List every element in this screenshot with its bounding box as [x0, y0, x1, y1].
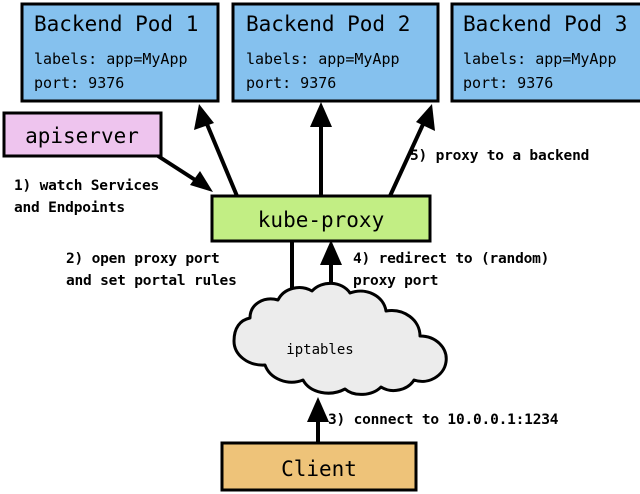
- pod1-port: port: 9376: [34, 74, 124, 92]
- arrow-head-pod2: [310, 102, 332, 127]
- edge-label-step-5: 5) proxy to a backend: [410, 148, 589, 164]
- step1-line2: and Endpoints: [14, 200, 125, 216]
- edge-line-kubeproxy-pod1: [202, 116, 239, 197]
- client-title: Client: [281, 457, 357, 481]
- pod3-port: port: 9376: [463, 74, 553, 92]
- edge-label-step-1: 1) watch Services and Endpoints: [14, 178, 159, 216]
- client-box: [220, 441, 418, 492]
- cloud-shape-iptables: [232, 281, 448, 396]
- kube-proxy-title: kube-proxy: [258, 208, 384, 232]
- arrow-head-pod1: [194, 104, 214, 130]
- pod1-title: Backend Pod 1: [34, 12, 198, 36]
- edge-apiserver-to-kubeproxy: [156, 154, 213, 192]
- edge-label-step-2: 2) open proxy port and set portal rules: [66, 251, 237, 289]
- node-backend-pod-2: Backend Pod 2 labels: app=MyApp port: 93…: [231, 2, 440, 103]
- pod2-port: port: 9376: [246, 74, 336, 92]
- pod3-box: [450, 2, 640, 103]
- pod3-title: Backend Pod 3: [463, 12, 627, 36]
- pod2-title: Backend Pod 2: [246, 12, 410, 36]
- arrow-head-pod3: [416, 104, 435, 131]
- edge-kubeproxy-to-pod3: [388, 104, 435, 197]
- step5-line1: 5) proxy to a backend: [410, 148, 589, 164]
- node-backend-pod-3: Backend Pod 3 labels: app=MyApp port: 93…: [450, 2, 640, 103]
- edge-label-step-4: 4) redirect to (random) proxy port: [353, 251, 549, 289]
- pod3-labels: labels: app=MyApp: [463, 50, 617, 68]
- node-kube-proxy: kube-proxy: [210, 194, 432, 243]
- node-apiserver: apiserver: [2, 111, 163, 158]
- edge-kubeproxy-to-pod1: [194, 104, 239, 197]
- pod2-box: [231, 2, 440, 103]
- step2-line1: 2) open proxy port: [66, 251, 220, 267]
- pod2-labels: labels: app=MyApp: [246, 50, 400, 68]
- step2-line2: and set portal rules: [66, 273, 237, 289]
- step4-line1: 4) redirect to (random): [353, 251, 549, 267]
- pod1-box: [20, 2, 220, 103]
- arrow-head-iptables-up: [307, 397, 329, 422]
- edge-line-kubeproxy-pod3: [388, 119, 427, 197]
- apiserver-box: [2, 111, 163, 158]
- node-client: Client: [220, 441, 418, 492]
- node-iptables: iptables: [232, 281, 448, 396]
- apiserver-title: apiserver: [25, 124, 139, 148]
- iptables-label: iptables: [286, 342, 353, 358]
- pod1-labels: labels: app=MyApp: [34, 50, 188, 68]
- node-backend-pod-1: Backend Pod 1 labels: app=MyApp port: 93…: [20, 2, 220, 103]
- edge-client-to-iptables: [307, 397, 329, 443]
- step4-line2: proxy port: [353, 273, 438, 289]
- edge-label-step-3: 3) connect to 10.0.0.1:1234: [328, 412, 559, 428]
- arrow-head-kubeproxy-up: [320, 240, 342, 265]
- step3-line1: 3) connect to 10.0.0.1:1234: [328, 412, 559, 428]
- kube-proxy-box: [210, 194, 432, 243]
- edge-kubeproxy-to-pod2: [310, 102, 332, 196]
- arrow-head-apiserver-kubeproxy: [190, 171, 213, 192]
- step1-line1: 1) watch Services: [14, 178, 159, 194]
